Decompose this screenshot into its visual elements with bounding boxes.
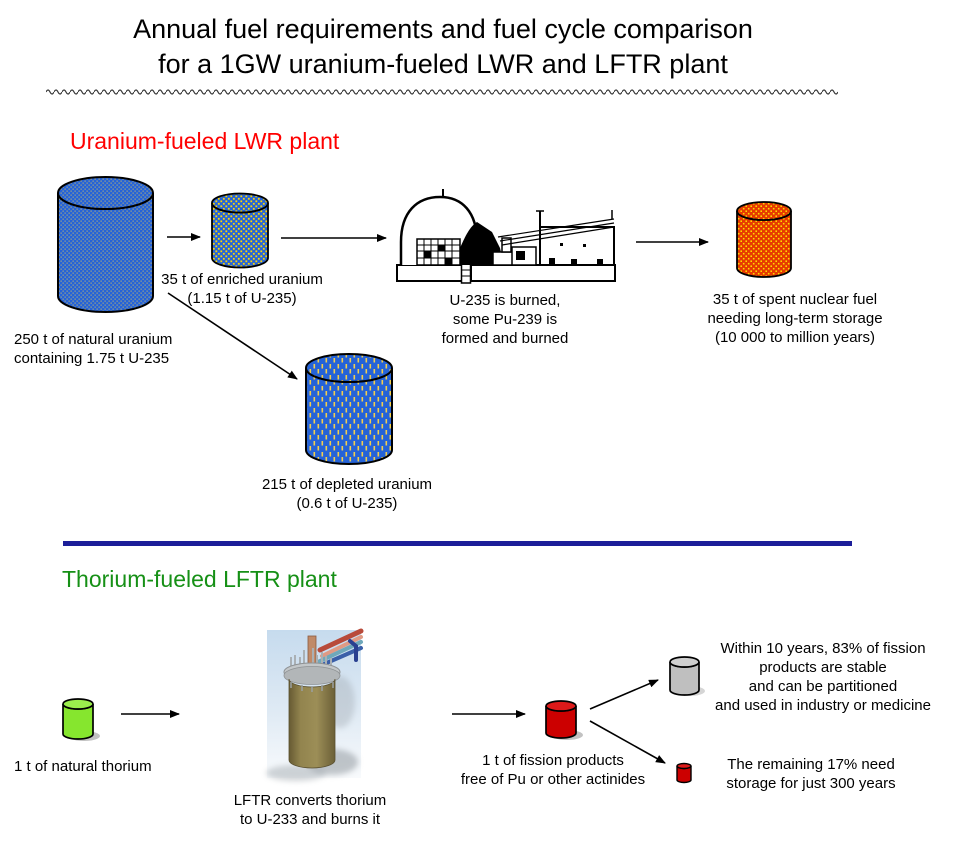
spent-fuel-label-line3: (10 000 to million years) (714, 329, 876, 346)
thorium-label: 1 t of natural thorium (14, 758, 152, 775)
plant-caption-line1: U-235 is burned, (449, 292, 561, 309)
lftr-caption-line2: to U-233 and burns it (239, 811, 381, 828)
squiggle-divider (46, 88, 838, 98)
lftr-caption-line1: LFTR converts thorium (233, 792, 387, 809)
lftr-section-heading: Thorium-fueled LFTR plant (62, 566, 337, 592)
depleted-uranium-label-line1: 215 t of depleted uranium (261, 476, 433, 493)
depleted-uranium-label-line2: (0.6 t of U-235) (296, 495, 398, 512)
lftr-caption: LFTR converts thorium to U-233 and burns… (200, 791, 420, 829)
stable-products-label-line2: products are stable (759, 659, 887, 676)
enriched-uranium-label-line2: (1.15 t of U-235) (187, 290, 297, 307)
spent-fuel-label: 35 t of spent nuclear fuel needing long-… (669, 290, 921, 347)
section-divider-line (63, 541, 852, 546)
enriched-uranium-label: 35 t of enriched uranium (1.15 t of U-23… (122, 270, 362, 308)
lwr-section-heading: Uranium-fueled LWR plant (70, 128, 340, 154)
fission-products-cylinder-icon (545, 700, 583, 740)
stable-products-label-line1: Within 10 years, 83% of fission (720, 640, 926, 657)
spent-fuel-label-line1: 35 t of spent nuclear fuel (712, 291, 878, 308)
thorium-cylinder-icon (62, 698, 100, 741)
fission-products-label-line2: free of Pu or other actinides (460, 771, 646, 788)
plant-caption-line3: formed and burned (441, 330, 569, 347)
depleted-uranium-label: 215 t of depleted uranium (0.6 t of U-23… (227, 475, 467, 513)
page-title: Annual fuel requirements and fuel cycle … (0, 12, 886, 82)
remaining-waste-label: The remaining 17% need storage for just … (701, 755, 921, 793)
natural-uranium-label-line1: 250 t of natural uranium (14, 331, 173, 348)
fission-products-label: 1 t of fission products free of Pu or ot… (432, 751, 674, 789)
page-title-line2: for a 1GW uranium-fueled LWR and LFTR pl… (158, 49, 728, 79)
spent-fuel-cylinder-icon (736, 201, 792, 278)
remaining-waste-label-line1: The remaining 17% need (727, 756, 895, 773)
stable-products-label-line3: and can be partitioned (748, 678, 898, 695)
plant-caption-line2: some Pu-239 is (452, 311, 558, 328)
lftr-reactor-image (266, 628, 364, 781)
depleted-uranium-cylinder-icon (305, 353, 393, 465)
natural-uranium-label: 250 t of natural uranium containing 1.75… (14, 330, 244, 368)
natural-uranium-label-line2: containing 1.75 t U-235 (14, 350, 170, 367)
fission-products-label-line1: 1 t of fission products (482, 752, 624, 769)
remaining-waste-cylinder-icon (676, 762, 692, 784)
arrow-fission-to-stable (589, 679, 659, 710)
lwr-power-plant-illustration (396, 189, 616, 284)
enriched-uranium-cylinder-icon (211, 192, 269, 269)
plant-caption: U-235 is burned, some Pu-239 is formed a… (395, 291, 615, 348)
stable-products-label-line4: and used in industry or medicine (715, 697, 931, 714)
page-title-line1: Annual fuel requirements and fuel cycle … (133, 14, 753, 44)
enriched-uranium-label-line1: 35 t of enriched uranium (161, 271, 323, 288)
stable-products-label: Within 10 years, 83% of fission products… (695, 639, 951, 715)
spent-fuel-label-line2: needing long-term storage (707, 310, 883, 327)
remaining-waste-label-line2: storage for just 300 years (726, 775, 896, 792)
